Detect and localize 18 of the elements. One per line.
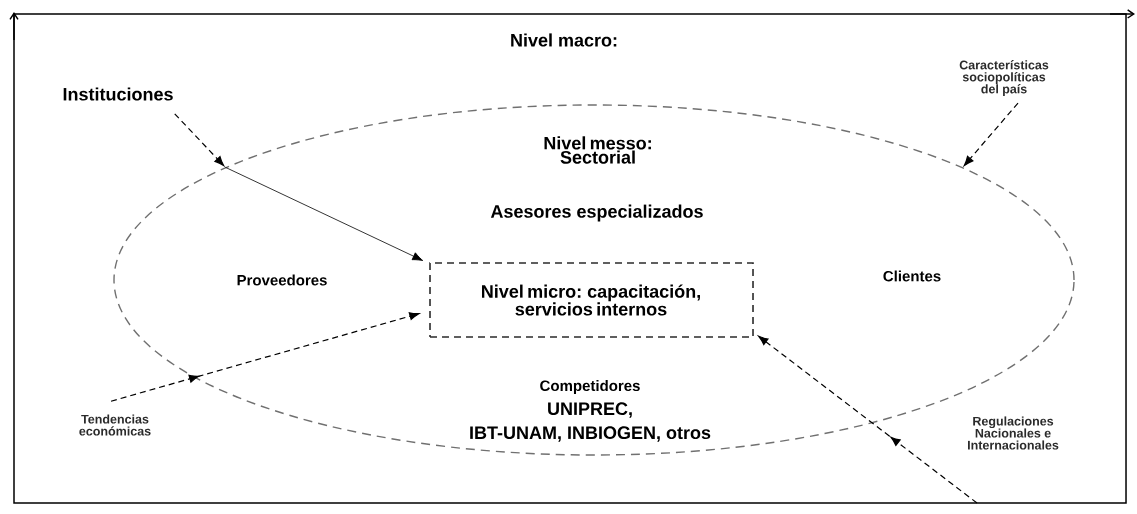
text-label: IBT-UNAM, INBIOGEN, otros (470, 426, 711, 442)
level-heading: Nivel macro: (511, 33, 617, 47)
arrow (110, 312, 420, 402)
text-label: Instituciones (63, 87, 173, 101)
level-heading: Nivel micro: capacitación, servicios internos (482, 284, 700, 316)
level-heading: Nivel messo: Sectorial (544, 136, 651, 164)
text-label: UNIPREC, (548, 402, 632, 418)
text-label: Características sociopolíticas del país (959, 60, 1049, 96)
arrow (963, 102, 1019, 166)
arrow (174, 113, 225, 167)
text-label: Asesores especializados (490, 204, 703, 222)
text-label: Tendencias económicas (79, 414, 151, 436)
text-label: Clientes (883, 270, 941, 282)
arrow (224, 166, 424, 261)
text-label: Proveedores (237, 274, 327, 286)
text-label: Regulaciones Nacionales e Internacionales (968, 416, 1059, 450)
arrow (758, 335, 978, 504)
text-label: Competidores (540, 380, 640, 394)
